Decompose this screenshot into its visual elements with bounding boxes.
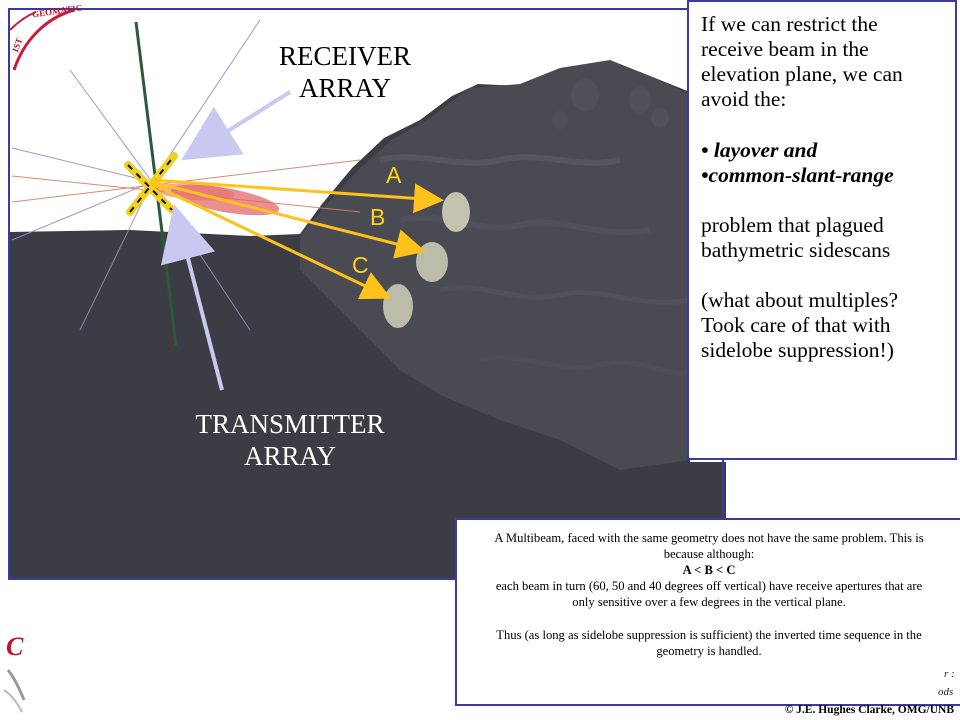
beam-arrow-b	[151, 180, 426, 259]
beam-arrow-c	[151, 182, 392, 300]
info-intro: If we can restrict the receive beam in t…	[701, 12, 903, 112]
transmitter-array-label: TRANSMITTER ARRAY	[170, 408, 410, 473]
note-para2: each beam in turn (60, 50 and 40 degrees…	[495, 579, 923, 610]
beam-label-c: C	[352, 252, 369, 278]
info-question: (what about multiples? Took care of that…	[701, 288, 899, 363]
note-para1: A Multibeam, faced with the same geometr…	[494, 531, 924, 562]
receiver-pointer-arrow	[181, 90, 292, 161]
receiver-label-line1: RECEIVER	[279, 41, 411, 71]
footer-partial-r: r :	[944, 668, 955, 680]
echo-a	[442, 192, 470, 232]
receiver-label-line2: ARRAY	[298, 73, 392, 104]
info-item-layover: • layover and	[701, 137, 818, 162]
transmitter-label-line1: TRANSMITTER	[195, 409, 385, 439]
beam-label-a: A	[386, 162, 402, 188]
bottom-logo-letter: C	[6, 632, 24, 661]
beam-label-b: B	[370, 204, 386, 230]
copyright-notice: © J.E. Hughes Clarke, OMG/UNB	[784, 704, 954, 716]
info-text-box: If we can restrict the receive beam in t…	[687, 0, 957, 460]
info-follow: problem that plagued bathymetric sidesca…	[701, 212, 891, 262]
logo-seal	[9, 8, 75, 72]
info-item-slant-range: •common-slant-range	[701, 162, 894, 187]
transmitter-label-line2: ARRAY	[243, 441, 337, 472]
transmitter-pointer-arrow	[160, 204, 224, 391]
note-inequality: A < B < C	[682, 563, 736, 578]
beam-arrow-a	[151, 178, 444, 214]
receiver-array-label: RECEIVER ARRAY	[240, 40, 450, 105]
footer-partial-ods: ods	[938, 686, 954, 698]
multibeam-note-box: A Multibeam, faced with the same geometr…	[455, 518, 960, 706]
beam-arrows	[151, 178, 444, 300]
note-para3: Thus (as long as sidelobe suppression is…	[496, 627, 922, 658]
bottom-logo-fragments	[3, 669, 26, 713]
